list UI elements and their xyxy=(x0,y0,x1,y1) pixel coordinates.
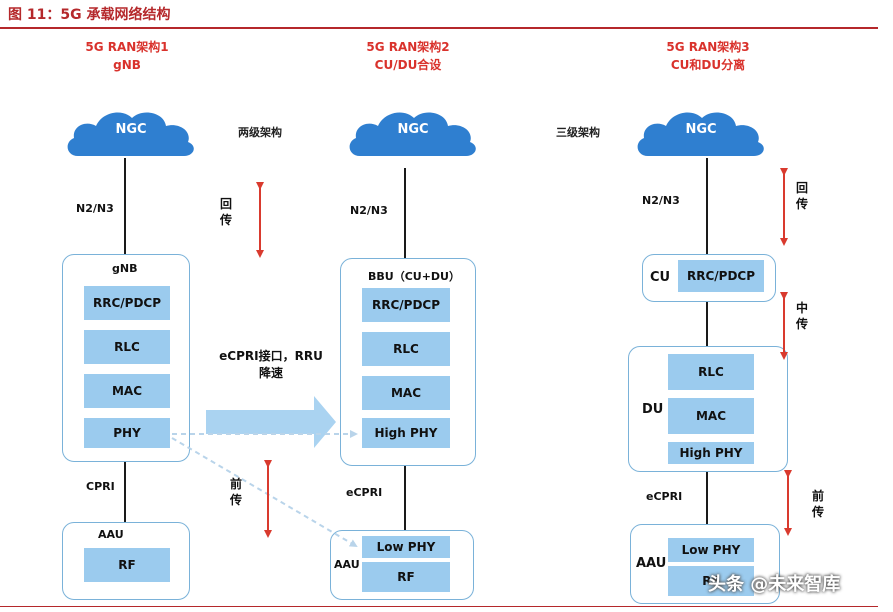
figure-title: 图 11：5G 承载网络结构 xyxy=(8,7,171,23)
arch3-rrc-pdcp-layer: RRC/PDCP xyxy=(678,260,764,292)
arch1-mac-layer: MAC xyxy=(84,374,170,408)
arch2-n2n3-label: N2/N3 xyxy=(350,204,388,217)
arch3-fronthaul-label: 前 传 xyxy=(811,489,824,519)
ngc-cloud-2: NGC xyxy=(346,106,480,158)
ngc-label-3: NGC xyxy=(685,122,717,137)
big-arrow-label: eCPRI接口，RRU 降速 xyxy=(206,348,336,382)
arch1-rf-layer: RF xyxy=(84,548,170,582)
ngc-cloud-3: NGC xyxy=(634,106,768,158)
arch3-mac-layer: MAC xyxy=(668,398,754,434)
arch2-aau-label: AAU xyxy=(334,558,360,571)
arch3-rf-layer: RF xyxy=(668,566,754,596)
two-level-note: 两级架构 xyxy=(238,126,282,139)
title-divider xyxy=(0,27,878,29)
arch3-ecpri-line xyxy=(706,470,708,524)
big-arrow xyxy=(206,396,336,448)
arch1-cpri-line xyxy=(124,462,126,524)
arch3-title-line2: CU和DU分离 xyxy=(670,58,746,72)
arch2-title-line1: 5G RAN架构2 xyxy=(366,40,450,54)
cloud-icon xyxy=(637,112,764,156)
arch1-title-line2: gNB xyxy=(113,58,141,72)
arch3-title: 5G RAN架构3 CU和DU分离 xyxy=(598,38,818,74)
arch3-ecpri-label: eCPRI xyxy=(646,490,683,503)
arch3-cu-du-line xyxy=(706,298,708,348)
arch2-mac-layer: MAC xyxy=(362,376,450,410)
arch1-title: 5G RAN架构1 gNB xyxy=(17,38,237,74)
cloud-icon xyxy=(67,112,194,156)
arch3-rlc-layer: RLC xyxy=(668,354,754,390)
arch2-title: 5G RAN架构2 CU/DU合设 xyxy=(298,38,518,74)
arch2-ecpri-label: eCPRI xyxy=(346,486,383,499)
arch1-fronthaul-label: 前 传 xyxy=(229,477,242,507)
arch2-rrc-pdcp-layer: RRC/PDCP xyxy=(362,288,450,322)
gnb-label: gNB xyxy=(112,262,138,275)
watermark: 头条 @未来智库 xyxy=(708,574,841,595)
ngc-label-1: NGC xyxy=(115,122,147,137)
arch3-backhaul-label: 回 传 xyxy=(795,181,808,211)
big-arrow-line2: 降速 xyxy=(258,366,283,380)
arch2-rlc-layer: RLC xyxy=(362,332,450,366)
arch3-n2n3-label: N2/N3 xyxy=(642,194,680,207)
dashed-arrow-to-low-phy xyxy=(171,437,358,548)
arch3-aau-label: AAU xyxy=(636,556,667,571)
arch1-cpri-label: CPRI xyxy=(86,480,115,493)
ngc-cloud-1: NGC xyxy=(64,106,198,158)
arch2-rf-layer: RF xyxy=(362,562,450,592)
arch2-low-phy-layer: Low PHY xyxy=(362,536,450,558)
arch2-high-phy-layer: High PHY xyxy=(362,418,450,448)
du-label: DU xyxy=(642,402,664,417)
arch1-backhaul-label: 回 传 xyxy=(219,197,232,227)
arch1-n2n3-label: N2/N3 xyxy=(76,202,114,215)
arch1-title-line1: 5G RAN架构1 xyxy=(85,40,169,54)
arch3-high-phy-layer: High PHY xyxy=(668,442,754,464)
arch3-title-line1: 5G RAN架构3 xyxy=(666,40,750,54)
arch1-rrc-pdcp-layer: RRC/PDCP xyxy=(84,286,170,320)
arch1-ngc-gnb-line xyxy=(124,158,126,256)
arch2-ngc-bbu-line xyxy=(404,168,406,258)
arch2-title-line2: CU/DU合设 xyxy=(374,58,442,72)
ngc-label-2: NGC xyxy=(397,122,429,137)
arch2-ecpri-line xyxy=(404,464,406,532)
arch3-midhaul-label: 中 传 xyxy=(795,301,808,331)
cloud-icon xyxy=(349,112,476,156)
arch3-ngc-cu-line xyxy=(706,158,708,254)
bbu-label: BBU（CU+DU） xyxy=(368,270,460,283)
arch1-rlc-layer: RLC xyxy=(84,330,170,364)
bottom-divider xyxy=(0,606,878,607)
cu-label: CU xyxy=(650,270,671,285)
three-level-note: 三级架构 xyxy=(556,126,600,139)
arch3-low-phy-layer: Low PHY xyxy=(668,538,754,562)
arch1-aau-label: AAU xyxy=(98,528,124,541)
big-arrow-line1: eCPRI接口，RRU xyxy=(219,349,323,363)
arch1-phy-layer: PHY xyxy=(84,418,170,448)
